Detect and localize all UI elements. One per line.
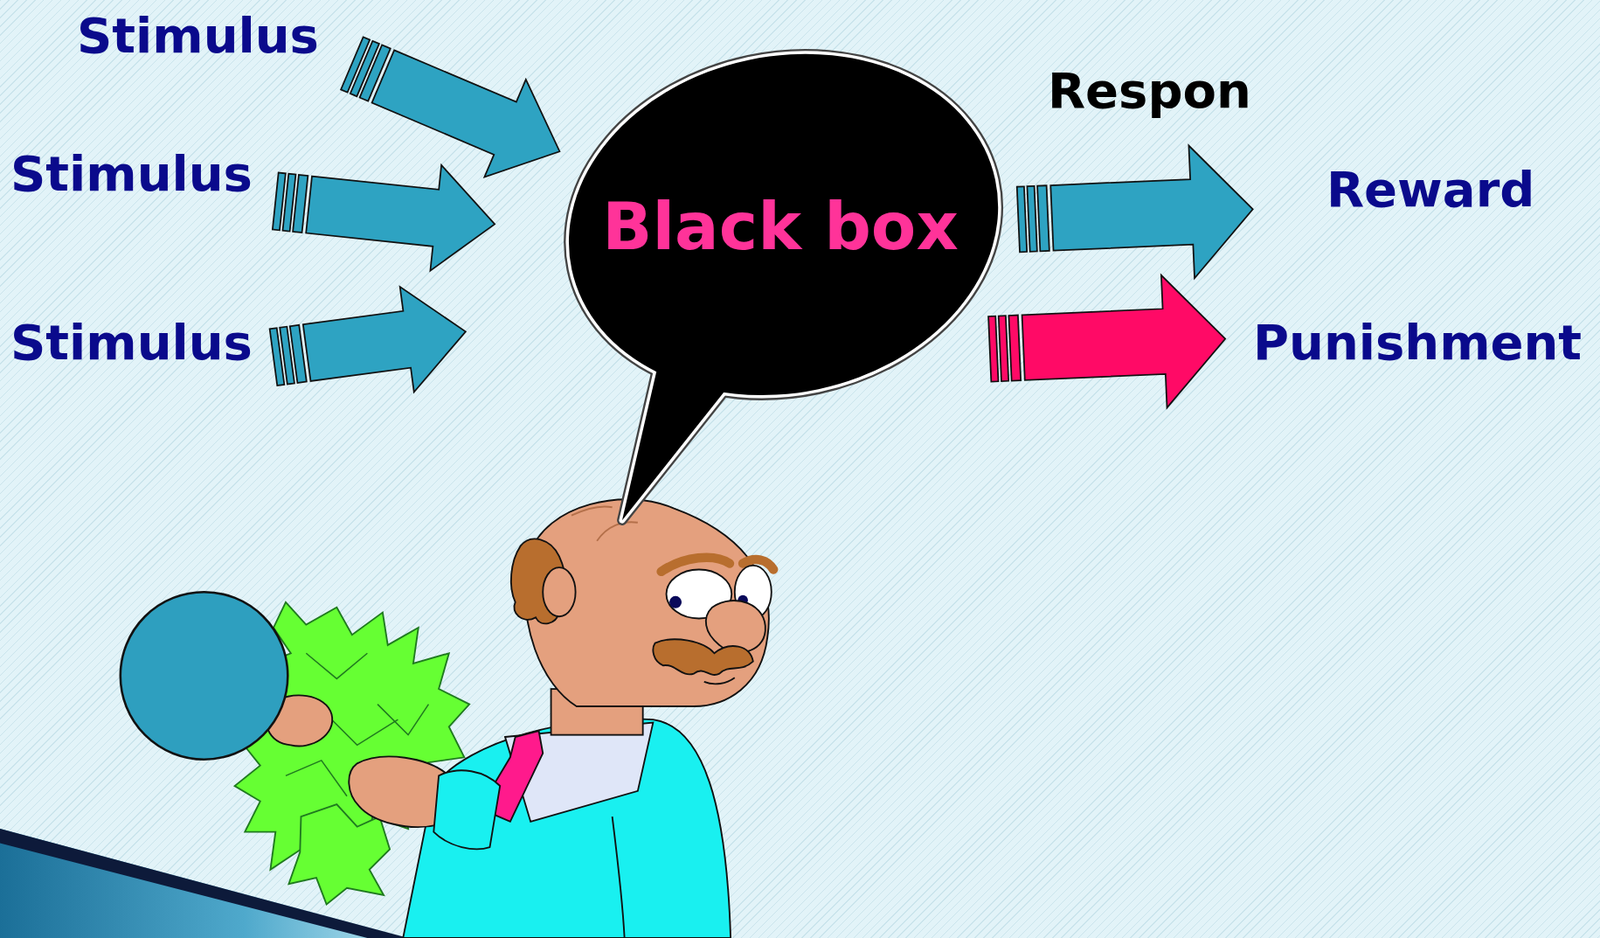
mustache [652, 638, 753, 675]
output-arrow [1015, 142, 1256, 285]
sleeve [433, 769, 500, 849]
response-label: Respon [1047, 61, 1252, 120]
output-arrow [986, 272, 1228, 416]
outcome-label: Punishment [1253, 312, 1582, 372]
outcome-label: Reward [1326, 159, 1535, 219]
input-arrow [331, 14, 581, 201]
speech-bubble-node: Black box [555, 41, 1011, 526]
speech-bubble [555, 41, 1011, 526]
input-arrow [266, 278, 473, 410]
stimulus-label: Stimulus [76, 6, 319, 65]
man-figure [120, 498, 774, 938]
ear [542, 567, 575, 617]
stimulus-label: Stimulus [10, 312, 253, 372]
magnifier [120, 591, 289, 759]
head [525, 498, 769, 707]
input-arrow [270, 148, 501, 278]
nose [706, 600, 766, 652]
money [288, 803, 390, 904]
bubble-text: Black box [602, 190, 959, 264]
stimulus-label: Stimulus [10, 144, 253, 203]
